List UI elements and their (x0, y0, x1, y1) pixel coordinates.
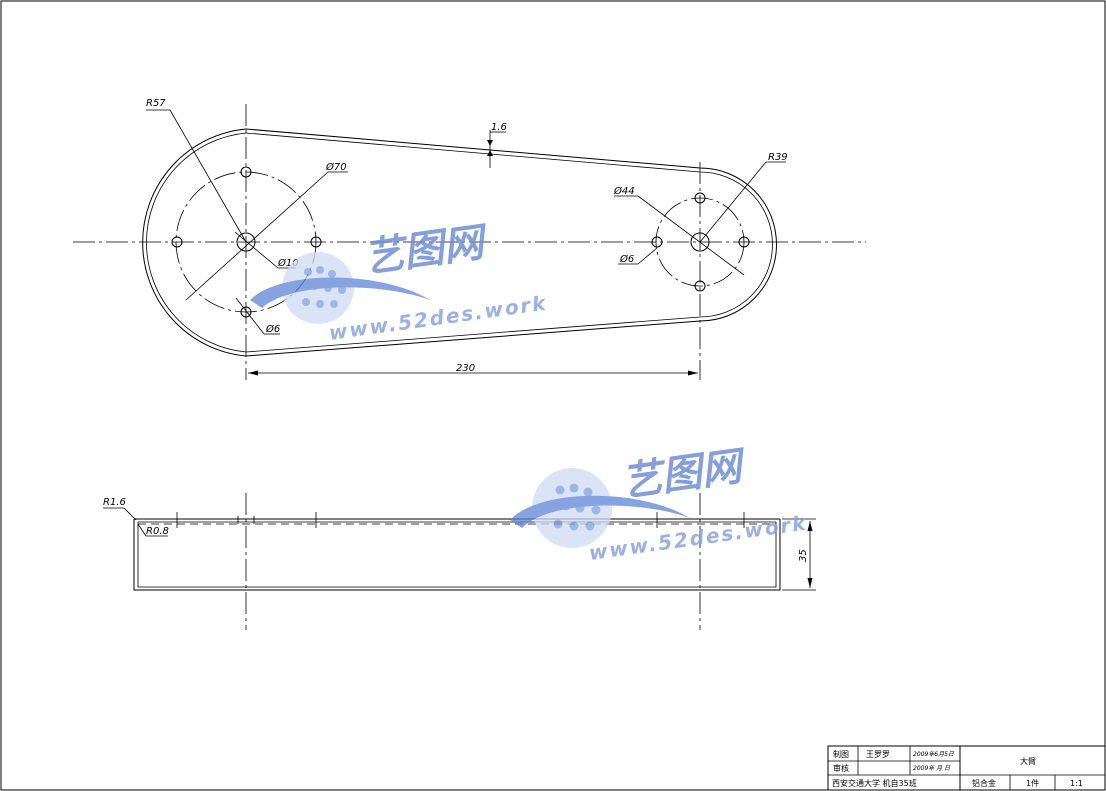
watermark-1: 艺图网 www.52des.work (250, 219, 549, 345)
dim-r39-text: R39 (768, 152, 788, 163)
dim-d70-text: Ø70 (325, 161, 347, 173)
dim-d6-right: Ø6 (618, 247, 658, 265)
dim-r0-8-text: R0.8 (146, 526, 169, 537)
dim-d6-left: Ø6 (235, 297, 280, 335)
dim-d70: Ø70 (185, 161, 348, 301)
watermark-2-name: 艺图网 (619, 443, 750, 506)
watermark-globe-icon-2 (510, 468, 690, 548)
tb-checked-label: 审核 (833, 763, 849, 773)
side-outline-outer (133, 519, 781, 591)
pitch-circle-small (655, 197, 745, 287)
tb-material: 铝合金 (972, 778, 996, 788)
watermark-1-site: www.52des.work (327, 291, 549, 345)
pitch-circle-large (175, 171, 317, 313)
hole-center-left (236, 232, 256, 252)
dim-r1-6-text: R1.6 (103, 497, 126, 508)
tb-drawn-label: 制图 (833, 749, 849, 759)
outline-outer (142, 128, 777, 357)
hole-right-bottom (694, 280, 706, 292)
dim-r1-6: R1.6 (103, 497, 137, 521)
dim-d44-text: Ø44 (613, 185, 635, 197)
tb-drawn-date: 2009年6月5日 (913, 750, 955, 758)
dim-wall: 1.6 (487, 122, 507, 168)
hole-left-top (240, 166, 252, 178)
top-view: R57 Ø70 Ø10 Ø6 1.6 (73, 98, 866, 380)
hole-right-top (694, 192, 706, 204)
tb-checked-date: 2009年 月 日 (913, 764, 951, 772)
dim-wall-text: 1.6 (491, 122, 507, 133)
hole-left-bottom (240, 306, 252, 318)
side-view: R1.6 R0.8 35 (103, 493, 816, 630)
watermark-2: 艺图网 www.52des.work (510, 443, 809, 565)
dim-r57: R57 (146, 98, 247, 243)
watermark-globe-icon (250, 252, 430, 324)
watermark-1-name: 艺图网 (361, 219, 492, 282)
hole-center-right (690, 232, 710, 252)
hole-right-left (651, 236, 663, 248)
dim-d6-left-text: Ø6 (265, 323, 280, 335)
outline-inner (146, 132, 773, 353)
tb-school: 西安交通大学 机自35班 (832, 778, 917, 788)
title-block: 制图 王罗罗 2009年6月5日 审核 2009年 月 日 西安交通大学 机自3… (827, 745, 1106, 791)
dim-35: 35 (782, 518, 816, 591)
dim-d6-right-text: Ø6 (619, 253, 634, 265)
dim-230: 230 (248, 363, 698, 376)
tb-quantity: 1件 (1026, 778, 1039, 788)
tb-part-name: 大臂 (1020, 756, 1036, 766)
hole-right-right (738, 236, 750, 248)
tb-scale: 1:1 (1070, 779, 1083, 788)
dim-35-text: 35 (798, 549, 809, 562)
dim-d44: Ø44 (613, 185, 745, 276)
side-outline-inner (137, 522, 777, 588)
dim-r0-8: R0.8 (137, 523, 169, 537)
dim-230-text: 230 (456, 363, 475, 374)
hole-left-left (171, 236, 183, 248)
hole-left-right (310, 236, 322, 248)
dim-r39: R39 (699, 152, 788, 243)
tb-drawn-name: 王罗罗 (866, 750, 890, 759)
dim-r57-text: R57 (146, 98, 166, 109)
